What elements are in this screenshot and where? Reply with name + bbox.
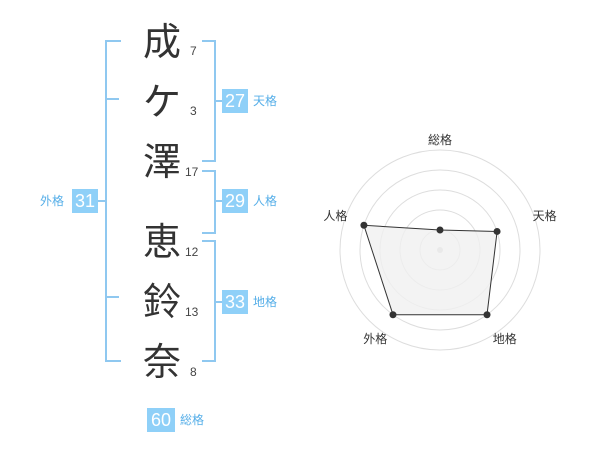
- chikaku-value: 33: [222, 290, 248, 314]
- stroke-count-3: 17: [185, 165, 199, 179]
- radar-label-5: 人格: [323, 208, 347, 223]
- radar-point-2: [493, 227, 501, 235]
- chikaku-connector: [214, 301, 222, 303]
- radar-label-2: 天格: [533, 208, 557, 223]
- soukaku-label: 総格: [180, 413, 205, 427]
- stroke-count-2: 3: [190, 104, 197, 118]
- name-char-4: 恵: [142, 220, 181, 264]
- gaikaku-connector: [97, 200, 107, 202]
- name-char-2: ケ: [142, 80, 181, 124]
- tenkaku-label: 天格: [253, 94, 278, 108]
- gaikaku-tick-2: [105, 296, 119, 298]
- radar-label-4: 外格: [363, 331, 387, 346]
- name-char-1: 成: [142, 20, 181, 64]
- radar-polygon: [363, 224, 498, 316]
- name-char-3: 澤: [142, 140, 181, 184]
- chikaku-label: 地格: [253, 295, 278, 309]
- gaikaku-value: 31: [72, 189, 98, 213]
- gaikaku-tick-1: [105, 98, 119, 100]
- tenkaku-value: 27: [222, 89, 248, 113]
- radar-points: [360, 221, 501, 319]
- name-char-5: 鈴: [142, 280, 181, 324]
- radar-point-3: [483, 311, 491, 319]
- jinkaku-label: 人格: [253, 194, 278, 208]
- gaikaku-label: 外格: [40, 194, 65, 208]
- stroke-count-5: 13: [185, 305, 199, 319]
- jinkaku-connector: [214, 200, 222, 202]
- stroke-count-6: 8: [190, 365, 197, 379]
- jinkaku-value: 29: [222, 189, 248, 213]
- stroke-count-4: 12: [185, 245, 199, 259]
- radar-label-3: 地格: [493, 331, 517, 346]
- name-char-6: 奈: [142, 340, 181, 384]
- tenkaku-connector: [214, 100, 222, 102]
- gaikaku-bracket: [105, 40, 121, 362]
- jinkaku-bracket: [202, 170, 216, 234]
- soukaku-value: 60: [147, 408, 175, 432]
- radar-point-5: [360, 221, 368, 229]
- radar-point-1: [436, 226, 444, 234]
- stroke-count-1: 7: [190, 44, 197, 58]
- radar-label-1: 総格: [428, 132, 452, 147]
- radar-point-4: [389, 311, 397, 319]
- radar-ring-4: [359, 169, 521, 331]
